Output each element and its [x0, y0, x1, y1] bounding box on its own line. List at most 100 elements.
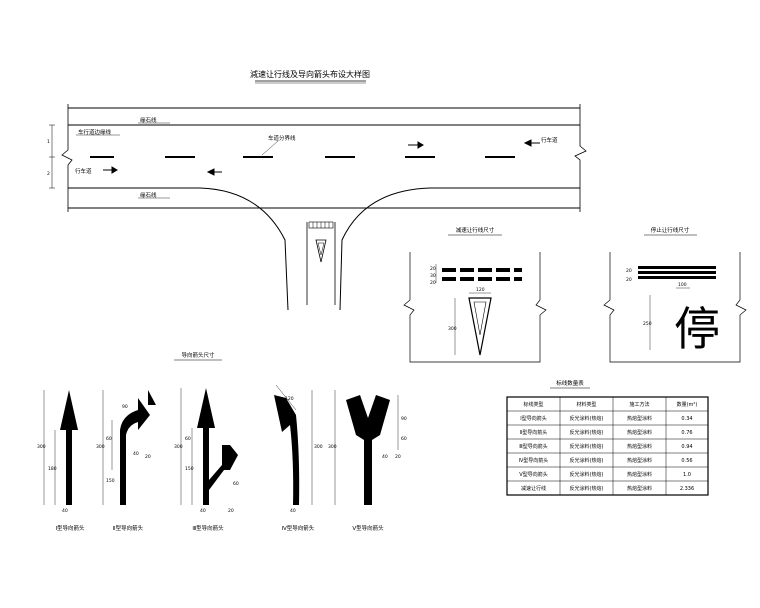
table-cell: Ⅳ型导向箭头: [519, 457, 549, 464]
table-header-cell: 材料类型: [576, 401, 596, 408]
lane-divider-dashes: [90, 156, 515, 158]
break-right: [574, 104, 587, 212]
yield-dim-height: 300: [448, 326, 457, 332]
arrow-1-dim-a: 300: [37, 444, 46, 450]
arrow-1-dim-b: 180: [48, 466, 57, 472]
arrow-head-2: [206, 168, 215, 176]
stop-dim-height: 250: [643, 321, 652, 327]
arrow-2-dim-a: 300: [96, 444, 105, 450]
table-cell: 反光涂料(热熔): [570, 457, 604, 464]
stop-detail: 停 20 20 100 250: [603, 252, 747, 363]
table-cell: 反光涂料(热熔): [570, 415, 604, 422]
table-cell: 0.76: [681, 430, 692, 436]
label-curb-top: 缘石线: [140, 116, 157, 124]
table-cell: 减速让行线: [521, 485, 546, 492]
arrow-2-dim-c: 60: [106, 436, 112, 442]
table-cell: 0.94: [681, 444, 692, 450]
arrow-4-dim-c: 40: [290, 508, 296, 514]
label-lane-divider: 车道分界线: [268, 134, 296, 142]
table-cell: 反光涂料(热熔): [570, 485, 604, 492]
quantity-table-title: 标线数量表: [556, 379, 584, 387]
lane-direction-arrows: [103, 139, 540, 176]
table-header-cell: 数量(m²): [677, 401, 698, 408]
stop-detail-title: 停止让行线尺寸: [651, 226, 690, 234]
arrow-3-dim-d: 40: [200, 508, 206, 514]
arrow-head-3: [417, 141, 424, 149]
table-cell: 0.56: [681, 458, 692, 464]
arrow-5-dim-d: 60: [401, 436, 407, 442]
yield-dim-c: 20: [430, 280, 436, 286]
table-cell: 反光涂料(热熔): [570, 443, 604, 450]
arrow-5-dim-e: 20: [395, 454, 401, 460]
label-bike-lane-left: 行车道: [75, 167, 92, 175]
table-cell: 反光涂料(热熔): [570, 471, 604, 478]
arrow-2-label: Ⅱ型导向箭头: [113, 524, 144, 532]
arrow-1-dim-c: 40: [62, 508, 68, 514]
table-cell: 热熔型涂料: [627, 443, 652, 450]
arrow-type-5: 300 90 40 60 20 Ⅴ型导向箭头: [328, 390, 407, 532]
arrow-3-dim-f: 60: [233, 481, 239, 487]
arrow-4-dim-a: 120: [285, 396, 294, 402]
yield-dim-width: 120: [476, 287, 485, 293]
yield-detail: 20 30 20 120 300: [403, 252, 547, 363]
label-curb-bottom: 缘石线: [140, 191, 157, 199]
arrow-2-dim-e: 40: [133, 451, 139, 457]
stop-bar-3: [638, 276, 716, 279]
arrow-3-dim-e: 20: [228, 508, 234, 514]
arrow-3-label: Ⅲ型导向箭头: [192, 524, 224, 532]
stop-character: 停: [674, 302, 720, 356]
label-bike-lane-right: 行车道: [541, 136, 558, 144]
left-dim-2: 2: [47, 171, 50, 177]
yield-detail-frame: [403, 252, 547, 363]
arrow-2-shape: [120, 398, 150, 505]
table-cell: 热熔型涂料: [627, 485, 652, 492]
yield-dim-a: 20: [430, 266, 436, 272]
table-cell: 热熔型涂料: [627, 429, 652, 436]
table-cell: 0.34: [681, 416, 692, 422]
table-cell: 热熔型涂料: [627, 471, 652, 478]
arrow-5-dim-c: 40: [382, 454, 388, 460]
stop-dim-b: 20: [626, 277, 632, 283]
arrow-3-dim-a: 300: [174, 444, 183, 450]
label-lane-edge: 车行道边缘线: [78, 128, 112, 136]
yield-dash-rows: [442, 268, 522, 281]
arrow-4-dim-b: 300: [314, 444, 323, 450]
stop-bar-2: [638, 271, 716, 274]
arrow-4-shape: [274, 395, 300, 505]
table-cell: Ⅲ型导向箭头: [519, 443, 547, 450]
stop-bar-1: [638, 266, 716, 269]
arrow-2-dim-d: 90: [122, 404, 128, 410]
arrow-5-shape: [346, 395, 390, 505]
table-frame: [506, 396, 709, 496]
arrow-3-dim-c: 60: [185, 436, 191, 442]
arrow-head-4: [523, 139, 532, 147]
table-cell: 2.336: [680, 486, 694, 492]
curb-right-corner: [339, 187, 580, 311]
table-cell: Ⅱ型导向箭头: [520, 429, 547, 436]
stop-dim-gap: 100: [678, 282, 687, 288]
break-left: [61, 104, 73, 212]
table-header-cell: 施工方法: [629, 401, 649, 408]
stop-detail-frame: [603, 252, 747, 363]
arrow-section-title: 导向箭头尺寸: [181, 351, 215, 359]
table-cell: 反光涂料(热熔): [570, 429, 604, 436]
arrow-2-dim-f: 20: [145, 454, 151, 460]
arrow-4-label: Ⅳ型导向箭头: [282, 524, 315, 532]
yield-marking-plan: [308, 221, 334, 263]
arrow-type-2: 300 150 60 90 40 20 Ⅱ型导向箭头: [96, 390, 156, 532]
table-cell: 1.0: [683, 472, 691, 478]
table-cell: 热熔型涂料: [627, 457, 652, 464]
table-header-cell: 标线类型: [523, 401, 543, 408]
arrow-5-label: Ⅴ型导向箭头: [352, 524, 384, 532]
main-plan-title: 減速让行线及导向箭头布设大样图: [250, 69, 370, 79]
arrow-1-label: Ⅰ型导向箭头: [55, 524, 85, 532]
table-cell: 热熔型涂料: [627, 415, 652, 422]
arrow-3-branch: [209, 435, 238, 490]
table-cell: Ⅴ型导向箭头: [519, 471, 547, 478]
arrow-3-dim-b: 150: [185, 466, 194, 472]
arrow-type-1: 300 180 40 Ⅰ型导向箭头: [37, 390, 85, 532]
yield-triangle-inner: [473, 301, 487, 336]
arrow-5-dim-a: 300: [328, 444, 337, 450]
arrow-type-3: 300 150 60 40 20 60 Ⅲ型导向箭头: [174, 388, 239, 532]
